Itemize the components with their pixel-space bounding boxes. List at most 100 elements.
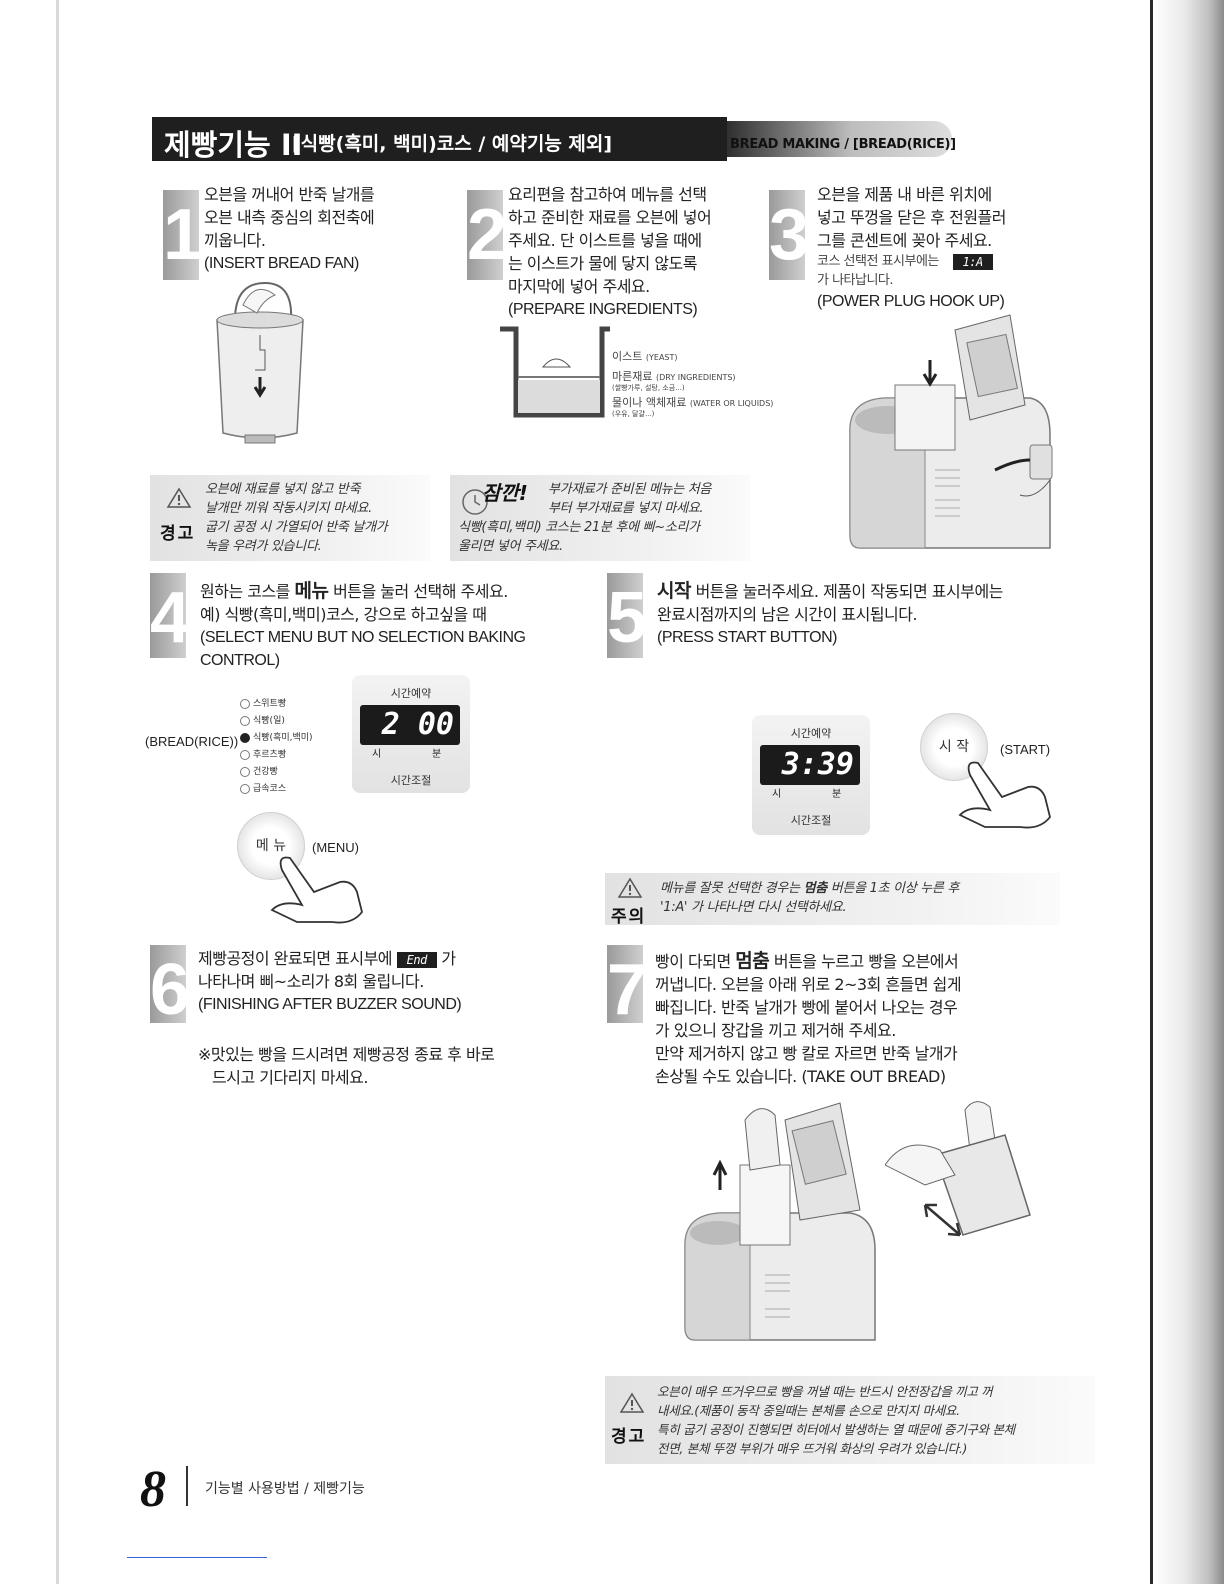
warning-icon — [617, 877, 643, 898]
warning-3-text: 오븐이 매우 뜨거우므로 빵을 꺼낼 때는 반드시 안전장갑을 끼고 꺼 내세요… — [657, 1382, 1093, 1458]
warning-1-text: 오븐에 재료를 넣지 않고 반죽 날개만 끼워 작동시키지 마세요. 굽기 공정… — [205, 480, 435, 556]
hour-label: 시 — [372, 749, 382, 760]
caution-line-2: '1:A' 가 나타나면 다시 선택하세요. — [660, 900, 847, 915]
course-item-label: 급속코스 — [253, 784, 287, 794]
bread-maker-plug-illustration — [849, 314, 1053, 549]
course-item[interactable]: 스위트빵 — [240, 696, 313, 713]
caution-tip-text-bottom: 식빵(흑미,백미) 코스는 21분 후에 삐~소리가 울리면 넣어 주세요. — [458, 518, 748, 556]
warning-icon — [166, 487, 192, 508]
step-number-2: 2 — [467, 190, 507, 280]
step-number-6: 6 — [150, 945, 190, 1030]
step-number-4: 4 — [150, 573, 190, 658]
step-6-text: 제빵공정이 완료되면 표시부에 End 가 나타나며 삐~소리가 8회 울립니다… — [198, 947, 518, 1016]
start-caption: (START) — [1000, 742, 1051, 757]
time-adjust-button[interactable]: 시간조절 — [390, 774, 432, 787]
page-binding-shadow — [1154, 0, 1224, 1584]
course-item[interactable]: 식빵(일) — [240, 713, 313, 730]
title-english: BREAD MAKING / [BREAD(RICE)] — [730, 137, 956, 152]
warning-3-line: 전면, 본체 뚜껑 부위가 매우 뜨거워 화상의 우려가 있습니다.) — [657, 1441, 968, 1456]
step-7-line: 가 있으니 장갑을 끼고 제거해 주세요. — [655, 1021, 896, 1040]
radio-dot-icon — [240, 766, 250, 777]
step-1-text: 오븐을 꺼내어 반죽 날개를 오븐 내측 중심의 회전축에 끼웁니다. (INS… — [204, 183, 434, 275]
step-6-line-2: 나타나며 삐~소리가 8회 울립니다. — [198, 972, 424, 991]
step-6-line-cont: 가 — [441, 949, 456, 968]
course-item-selected[interactable]: 식빵(흑미,백미) — [240, 730, 313, 747]
warning-3-line: 특히 굽기 공정이 진행되면 히터에서 발생하는 열 때문에 증기구와 본체 — [657, 1422, 1015, 1437]
step-3-note-text: 코스 선택전 표시부에는 — [817, 254, 939, 269]
hour-label: 시 — [772, 789, 782, 800]
step-2-line: 요리편을 참고하여 메뉴를 선택 — [508, 185, 707, 204]
ingredient-dry-sub: (쌀빵가루, 설탕, 소금...) — [612, 384, 685, 392]
warning-1-line: 날개만 끼워 작동시키지 마세요. — [205, 501, 372, 516]
step-7-line: 손상될 수도 있습니다. (TAKE OUT BREAD) — [655, 1067, 946, 1086]
menu-key-label: 메뉴 — [294, 580, 329, 602]
step-6-line: 제빵공정이 완료되면 표시부에 — [198, 949, 393, 968]
course-menu-list: 스위트빵 식빵(일) 식빵(흑미,백미) 후르츠빵 건강빵 급속코스 — [240, 696, 313, 798]
caution-label: 주의 — [611, 907, 647, 927]
title-sub: [식빵(흑미, 백미)코스 / 예약기능 제외] — [292, 133, 613, 155]
timer-display: 3:39 — [760, 745, 860, 785]
warning-3-line: 내세요.(제품이 동작 중일때는 본체를 손으로 만지지 마세요. — [657, 1403, 960, 1418]
section-title: 제빵기능 II [식빵(흑미, 백미)코스 / 예약기능 제외] BREAD M… — [152, 117, 956, 162]
warning-icon — [619, 1392, 645, 1413]
bread-rice-caption: (BREAD(RICE)) — [145, 734, 239, 749]
step-4-text: 원하는 코스를 메뉴 버튼을 눌러 선택해 주세요. 예) 식빵(흑미,백미)코… — [200, 580, 600, 672]
ingredient-liquid-sub: (우유, 달걀...) — [612, 410, 655, 418]
step-4-line: 원하는 코스를 — [200, 582, 290, 601]
step-7-line-cont: 버튼을 누르고 빵을 오븐에서 — [773, 952, 959, 971]
pressing-hand-icon — [958, 761, 1051, 829]
step-5-text: 시작 버튼을 눌러주세요. 제품이 작동되면 표시부에는 완료시점까지의 남은 … — [657, 580, 1057, 649]
course-item[interactable]: 급속코스 — [240, 781, 313, 798]
bread-pan-illustration — [216, 281, 304, 444]
step-4-example: 예) 식빵(흑미,백미)코스, 강으로 하고싶을 때 — [200, 605, 487, 624]
step-2-text: 요리편을 참고하여 메뉴를 선택 하고 준비한 재료를 오븐에 넣어 주세요. … — [508, 183, 758, 321]
caution-tip-line: 울리면 넣어 주세요. — [458, 539, 563, 554]
radio-dot-icon — [240, 783, 250, 794]
radio-dot-selected-icon — [240, 732, 250, 743]
step-1-line: 오븐 내측 중심의 회전축에 — [204, 208, 375, 227]
radio-dot-icon — [240, 749, 250, 760]
course-item-label: 식빵(흑미,백미) — [253, 733, 313, 743]
title-main: 제빵기능 II — [164, 128, 303, 162]
page-number: 8 — [140, 1461, 166, 1518]
step-3-english: (POWER PLUG HOOK UP) — [817, 293, 1005, 310]
course-item-label: 스위트빵 — [253, 699, 287, 709]
caution-tip-notice: 잠깐! 부가재료가 준비된 메뉴는 처음 부터 부가재료를 넣지 마세요. 식빵… — [450, 475, 750, 561]
step-6-tip: ※맛있는 빵을 드시려면 제빵공정 종료 후 바로 드시고 기다리지 마세요. — [198, 1043, 528, 1089]
time-adjust-button[interactable]: 시간조절 — [790, 814, 832, 827]
course-item-label: 건강빵 — [253, 767, 278, 777]
page-gutter-line — [56, 0, 59, 1584]
step-3-note: 코스 선택전 표시부에는 1:A — [817, 252, 1057, 271]
stop-key-label: 멈춤 — [735, 950, 770, 972]
step-7-line: 만약 제거하지 않고 빵 칼로 자르면 반죽 날개가 — [655, 1044, 958, 1063]
warning-label: 경고 — [611, 1427, 647, 1447]
ingredients-pan-diagram — [500, 326, 610, 418]
step-number-5: 5 — [607, 573, 647, 658]
timer-label: 시간예약 — [390, 687, 432, 700]
step-3-line: 그를 콘센트에 꽂아 주세요. — [817, 231, 992, 250]
step-number-3: 3 — [769, 190, 809, 280]
ingredient-dry-label: 마른재료 — [612, 370, 653, 383]
radio-dot-icon — [240, 698, 250, 709]
title-dark-bar — [152, 117, 727, 161]
step-6-tip-line: 드시고 기다리지 마세요. — [212, 1068, 368, 1087]
step-3-note-text-2: 가 나타납니다. — [817, 273, 894, 288]
bottom-link-line — [127, 1557, 267, 1558]
step-number-7: 7 — [607, 945, 647, 1030]
warning-notice-3: 경고 오븐이 매우 뜨거우므로 빵을 꺼낼 때는 반드시 안전장갑을 끼고 꺼 … — [605, 1376, 1095, 1464]
ingredient-yeast-english: (YEAST) — [645, 353, 678, 362]
step-5-english: (PRESS START BUTTON) — [657, 629, 837, 646]
shaking-pan-illustration — [885, 1101, 1031, 1237]
step-6-english: (FINISHING AFTER BUZZER SOUND) — [198, 996, 462, 1013]
step-7-line: 빵이 다되면 — [655, 952, 731, 971]
warning-label: 경고 — [160, 524, 196, 544]
course-item[interactable]: 건강빵 — [240, 764, 313, 781]
step-2-line: 마지막에 넣어 주세요. — [508, 277, 650, 296]
step-number-1: 1 — [163, 190, 203, 280]
course-item[interactable]: 후르츠빵 — [240, 747, 313, 764]
step-1-line: 오븐을 꺼내어 반죽 날개를 — [204, 185, 375, 204]
warning-1-line: 굽기 공정 시 가열되어 반죽 날개가 — [205, 520, 388, 535]
timer-panel-menu: 시간예약 2 00 시 분 시간조절 — [352, 675, 470, 793]
step-1-line: 끼웁니다. — [204, 231, 266, 250]
course-item-label: 식빵(일) — [253, 716, 285, 726]
